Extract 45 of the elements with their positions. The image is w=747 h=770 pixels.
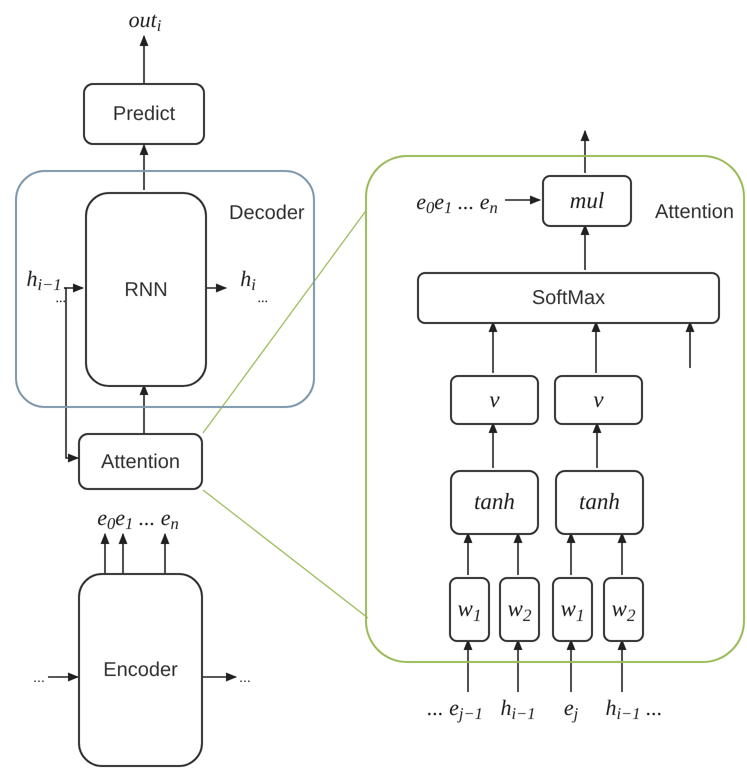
- process-box: SoftMax: [417, 272, 720, 324]
- arrow: [203, 672, 238, 682]
- process-box: w$_{1}$: [449, 577, 490, 642]
- arrow: [580, 130, 590, 173]
- process-box: tanh: [450, 470, 539, 535]
- arrow: [48, 672, 80, 682]
- ellipsis-label: ...: [258, 291, 268, 307]
- arrow: [118, 532, 128, 573]
- process-box: w$_{2}$: [603, 577, 644, 642]
- math-label: h$_{i−1}$: [500, 696, 536, 720]
- ellipsis-label: ...: [56, 291, 66, 307]
- math-label: e$_{0}$e$_{1}$ ... e$_{n}$: [97, 506, 179, 530]
- process-box: tanh: [555, 470, 644, 535]
- math-label: h$_{i−1}$: [26, 267, 62, 292]
- zoom-line: [202, 490, 368, 618]
- math-label: e$_{0}$e$_{1}$ ... e$_{n}$: [416, 190, 498, 214]
- math-label: h$_{i−1}$ ...: [606, 696, 662, 720]
- arrow: [140, 34, 148, 83]
- math-label: ...: [239, 670, 251, 686]
- arrow: [140, 144, 148, 190]
- process-box: Encoder: [78, 573, 203, 767]
- math-label: ...: [33, 670, 45, 686]
- attention-zoom-frame: [365, 155, 745, 663]
- math-label: ... e$_{j−1}$: [427, 696, 483, 720]
- process-box: w$_{2}$: [499, 577, 540, 642]
- arrow: [100, 532, 110, 573]
- math-label: out$_{i}$: [128, 8, 162, 32]
- math-label: h$_{i}$: [240, 267, 256, 292]
- process-box: Attention: [78, 433, 203, 490]
- arrow: [64, 284, 84, 292]
- decoder-frame: [15, 170, 315, 408]
- arrow: [64, 287, 80, 462]
- arrow: [205, 284, 228, 292]
- process-box: v: [554, 375, 643, 425]
- process-box: w$_{1}$: [552, 577, 593, 642]
- group-heading: Decoder: [229, 202, 305, 224]
- zoom-line: [202, 212, 366, 434]
- math-label: e$_{j}$: [564, 696, 578, 720]
- process-box: mul: [542, 175, 632, 227]
- process-box: RNN: [85, 192, 207, 387]
- arrow: [160, 532, 170, 573]
- arrow: [505, 196, 542, 204]
- process-box: v: [450, 375, 539, 425]
- group-heading: Attention: [655, 201, 734, 223]
- process-box: Predict: [83, 83, 205, 145]
